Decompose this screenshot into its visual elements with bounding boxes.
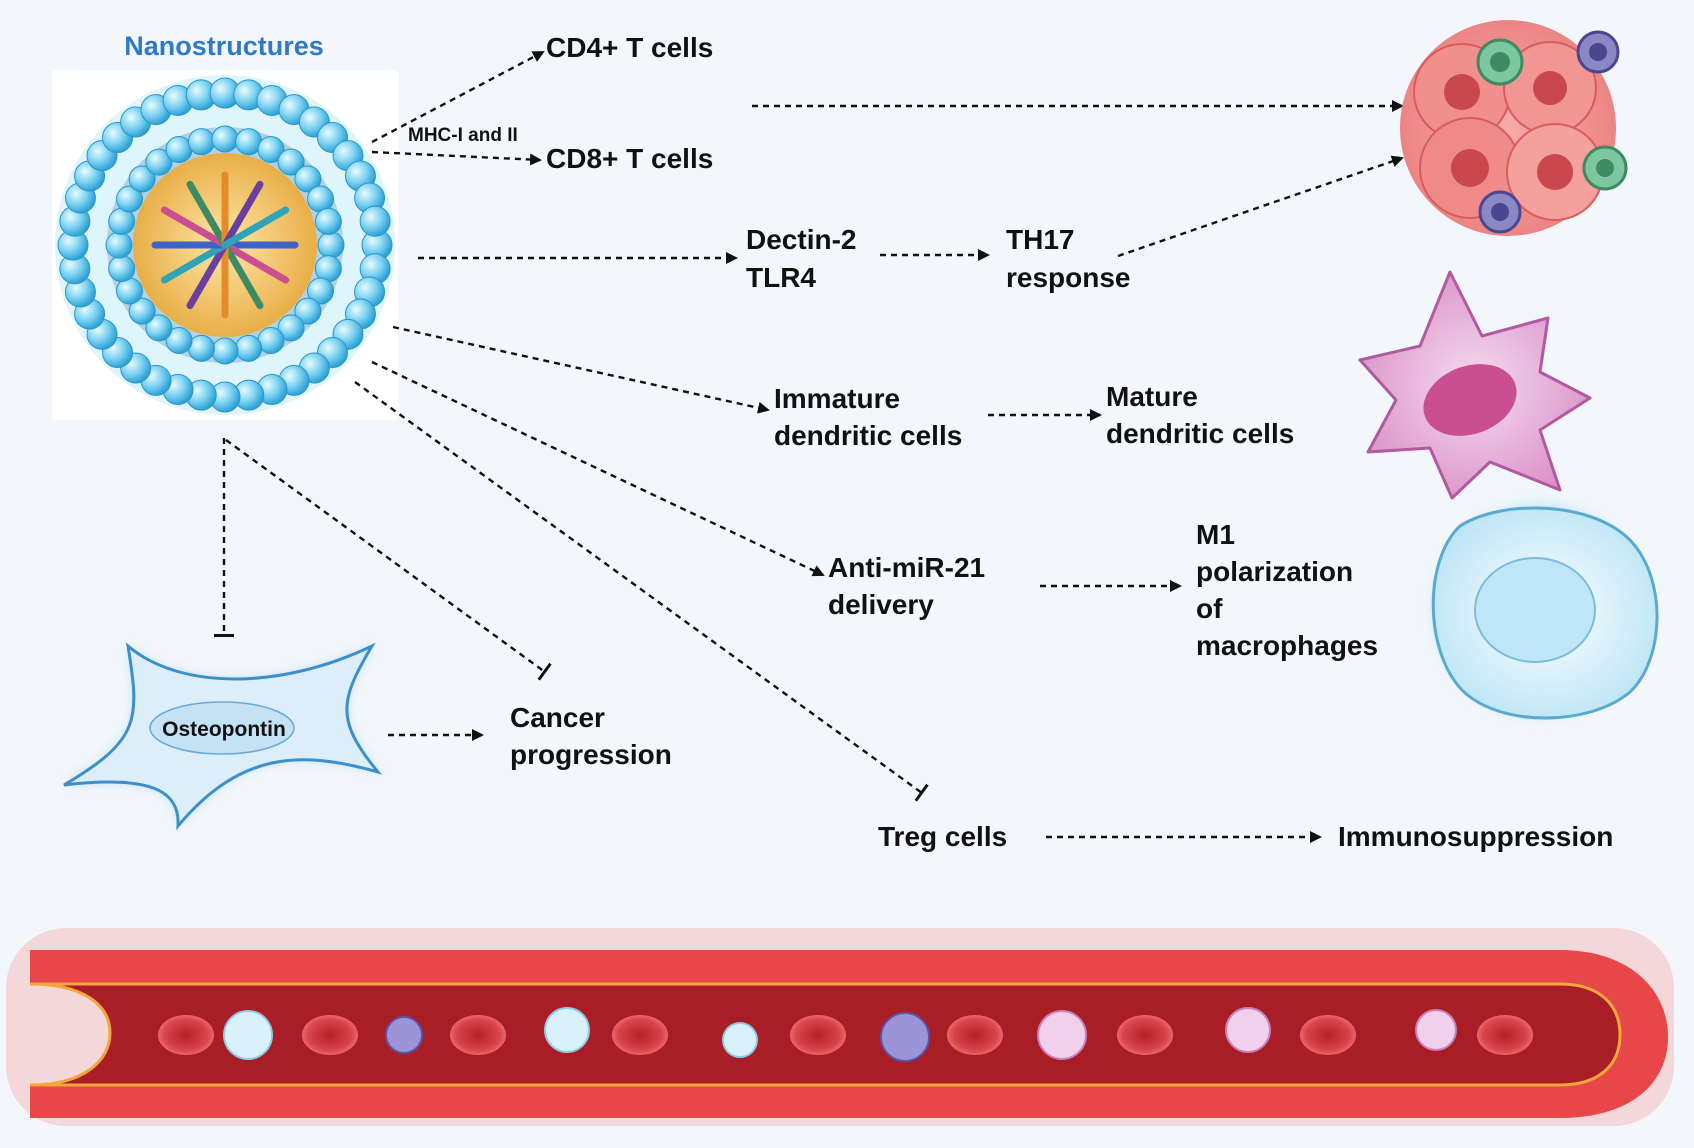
polarization-label: polarization — [1196, 556, 1353, 587]
dendritic-cell — [1358, 270, 1592, 500]
red-blood-cell — [947, 1015, 1003, 1055]
lipid-head — [211, 125, 239, 153]
cd4-label: CD4+ T cells — [546, 32, 713, 63]
nanostructure-liposome — [52, 70, 398, 420]
lipid-head — [187, 128, 215, 156]
lipid-head — [165, 327, 193, 355]
arrow-th17-to-tumor — [1117, 155, 1404, 258]
lipid-head — [314, 207, 342, 235]
red-blood-cells — [158, 1015, 1533, 1055]
lipid-head — [294, 297, 322, 325]
treg-label: Treg cells — [878, 821, 1007, 852]
inhibition-to-treg — [354, 381, 929, 802]
antibody — [221, 180, 264, 249]
antibody — [221, 241, 264, 310]
response-label: response — [1006, 262, 1131, 293]
antimir-label: Anti-miR-21 — [828, 552, 985, 583]
lipid-head — [294, 165, 322, 193]
arrow-to-immature-dc — [392, 325, 770, 414]
lipid-head — [359, 205, 391, 237]
antibody — [160, 206, 229, 249]
antibody-cargo — [151, 171, 299, 319]
antibody — [186, 241, 229, 310]
mature-dc-label: dendritic cells — [1106, 418, 1294, 449]
lipid-head — [211, 337, 239, 365]
red-blood-cell — [790, 1015, 846, 1055]
lipid-head — [277, 314, 305, 342]
lipid-head — [128, 165, 156, 193]
cd8-label: CD8+ T cells — [546, 143, 713, 174]
immature-dc-label: dendritic cells — [774, 420, 962, 451]
lipid-head — [145, 148, 173, 176]
delivery-label: delivery — [828, 589, 934, 620]
inner-lipid-layer — [105, 125, 345, 365]
circulating-immune-cells — [223, 1007, 1457, 1062]
lipid-head — [257, 135, 285, 163]
cancer-label: Cancer — [510, 702, 605, 733]
pathway-arrows — [214, 50, 1404, 843]
outer-lipid-layer — [57, 77, 393, 413]
tumor-cluster — [1400, 20, 1628, 236]
red-blood-cell — [612, 1015, 668, 1055]
mhc-label: MHC-I and II — [408, 125, 518, 146]
lipid-head — [235, 334, 263, 362]
immunosuppression-label: Immunosuppression — [1338, 821, 1613, 852]
lipid-head — [307, 277, 335, 305]
antibody — [221, 206, 290, 249]
macrophages-label: macrophages — [1196, 630, 1378, 661]
red-blood-cell — [1477, 1015, 1533, 1055]
lipid-head — [115, 185, 143, 213]
mature-label: Mature — [1106, 381, 1198, 412]
macrophage-cell — [1431, 502, 1659, 720]
antibody — [221, 241, 290, 284]
tlr4-label: TLR4 — [746, 262, 816, 293]
progression-label: progression — [510, 739, 672, 770]
red-blood-cell — [302, 1015, 358, 1055]
immature-label: Immature — [774, 383, 900, 414]
red-blood-cell — [1300, 1015, 1356, 1055]
red-blood-cell — [1117, 1015, 1173, 1055]
lipid-head — [277, 148, 305, 176]
antibody — [160, 241, 229, 284]
red-blood-cell — [158, 1015, 214, 1055]
osteopontin-cell — [63, 642, 383, 831]
lipid-head — [108, 255, 136, 283]
of-label: of — [1196, 593, 1223, 624]
lipid-head — [128, 297, 156, 325]
osteopontin-label: Osteopontin — [162, 718, 286, 741]
antibody — [186, 180, 229, 249]
blood-vessel — [6, 928, 1674, 1126]
th17-label: TH17 — [1006, 224, 1074, 255]
red-blood-cell — [450, 1015, 506, 1055]
dectin-label: Dectin-2 — [746, 224, 856, 255]
inhibition-to-cancer — [225, 439, 552, 681]
lipid-head — [105, 231, 133, 259]
lipid-head — [145, 314, 173, 342]
nanostructures-title: Nanostructures — [124, 31, 324, 61]
lipid-head — [317, 231, 345, 259]
m1-label: M1 — [1196, 519, 1235, 550]
arrow-to-antimir — [371, 360, 825, 577]
